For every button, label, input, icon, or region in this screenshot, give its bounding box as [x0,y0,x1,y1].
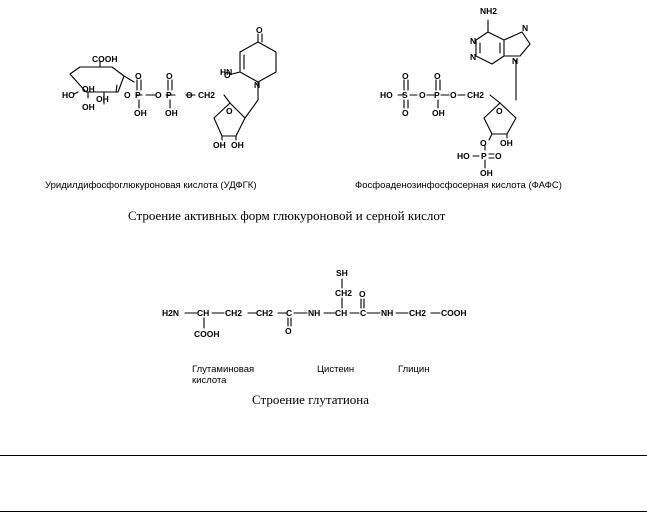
udpgk-cooh: COOH [92,54,118,64]
udpgk-name: Уридилдифосфоглюкуроновая кислота (УДФГК… [45,180,257,191]
udpgk-structure: COOH HO OH OH OH O P O O OH P O OH O CH2… [62,25,263,150]
fafs-n3: N [470,52,476,62]
glut-ch3: CH [335,308,347,318]
fafs-name: Фосфоаденозинфосфосерная кислота (ФАФС) [355,180,562,191]
udpgk-o2: O [155,90,162,100]
udpgk-rib-oh1: OH [213,140,226,150]
glut-cooh-bottom: COOH [194,329,220,339]
udpgk-oh2: OH [96,94,109,104]
fafs-s: S [402,90,408,100]
caption-active-forms: Строение активных форм глюкуроновой и се… [128,208,446,223]
fafs-ho: HO [380,90,393,100]
fafs-o2: O [450,90,457,100]
fafs-nh2: NH2 [480,6,497,16]
udpgk-o1: O [124,90,131,100]
fafs-o3: O [480,138,487,148]
glut-o-top: O [359,289,366,299]
fafs-ho2: HO [457,151,470,161]
glut-cooh-right: COOH [441,308,467,318]
udpgk-p1-oh: OH [134,108,147,118]
divider-line-bottom [0,511,647,512]
udpgk-o-bottom: O [224,70,231,80]
caption-glutathione: Строение глутатиона [252,392,369,407]
glut-ch2a: CH2 [225,308,242,318]
fafs-o1: O [419,90,426,100]
udpgk-p2-top-o: O [166,71,173,81]
fafs-s-top-o: O [402,71,409,81]
fafs-s-bot-o: O [402,108,409,118]
udpgk-hn: HN [220,67,232,77]
divider-line-top [0,455,647,456]
glut-ch1: CH [197,308,209,318]
fafs-p-top-o: O [434,71,441,81]
udpgk-rib-oh2: OH [231,140,244,150]
udpgk-o-top: O [256,25,263,35]
glutathione-structure: SH CH2 O H2N CH CH2 CH2 C NH CH C NH CH2… [162,268,467,339]
glut-ch2b: CH2 [256,308,273,318]
udpgk-o4: O [186,90,193,100]
glut-h2n: H2N [162,308,179,318]
label-glutamic-acid-line1: Глутаминовая [192,364,254,375]
udpgk-p2: P [166,90,172,100]
fafs-ch2: CH2 [467,90,484,100]
udpgk-ch2: CH2 [198,90,215,100]
fafs-n7: N [522,23,528,33]
udpgk-oh3: OH [82,102,95,112]
glut-nh1: NH [308,308,320,318]
glut-ch2c: CH2 [409,308,426,318]
glutathione-residue-labels: Глутаминовая кислота Цистеин Глицин [192,364,429,386]
udpgk-p1: P [135,90,141,100]
glut-sh: SH [336,268,348,278]
label-cysteine: Цистеин [317,364,354,375]
fafs-n9: N [512,56,518,66]
fafs-p-oh: OH [432,108,445,118]
glut-ch2-top: CH2 [335,288,352,298]
glut-o-bottom: O [285,326,292,336]
fafs-bonds [397,19,531,169]
fafs-oh: OH [500,138,513,148]
label-glutamic-acid-line2: кислота [192,375,227,386]
udpgk-p1-top-o: O [135,71,142,81]
fafs-ribose-o: O [496,106,503,116]
udpgk-ho: HO [62,90,75,100]
fafs-n1: N [470,36,476,46]
udpgk-oh1: OH [82,84,95,94]
fafs-structure: NH2 N N N N HO S O O O P O OH O CH2 O O … [380,6,528,178]
glut-c2: C [360,308,366,318]
glut-c1: C [286,308,292,318]
glutathione-bonds [184,278,441,329]
udpgk-n: N [254,80,260,90]
udpgk-p2-oh: OH [165,108,178,118]
label-glycine: Глицин [398,364,429,375]
udpgk-ribose-o: O [226,106,233,116]
fafs-p2: P [481,151,487,161]
fafs-p2-oh: OH [480,168,493,178]
glut-nh2: NH [381,308,393,318]
fafs-p2-o: O [495,151,502,161]
udpgk-bonds [69,33,277,141]
fafs-p: P [434,90,440,100]
